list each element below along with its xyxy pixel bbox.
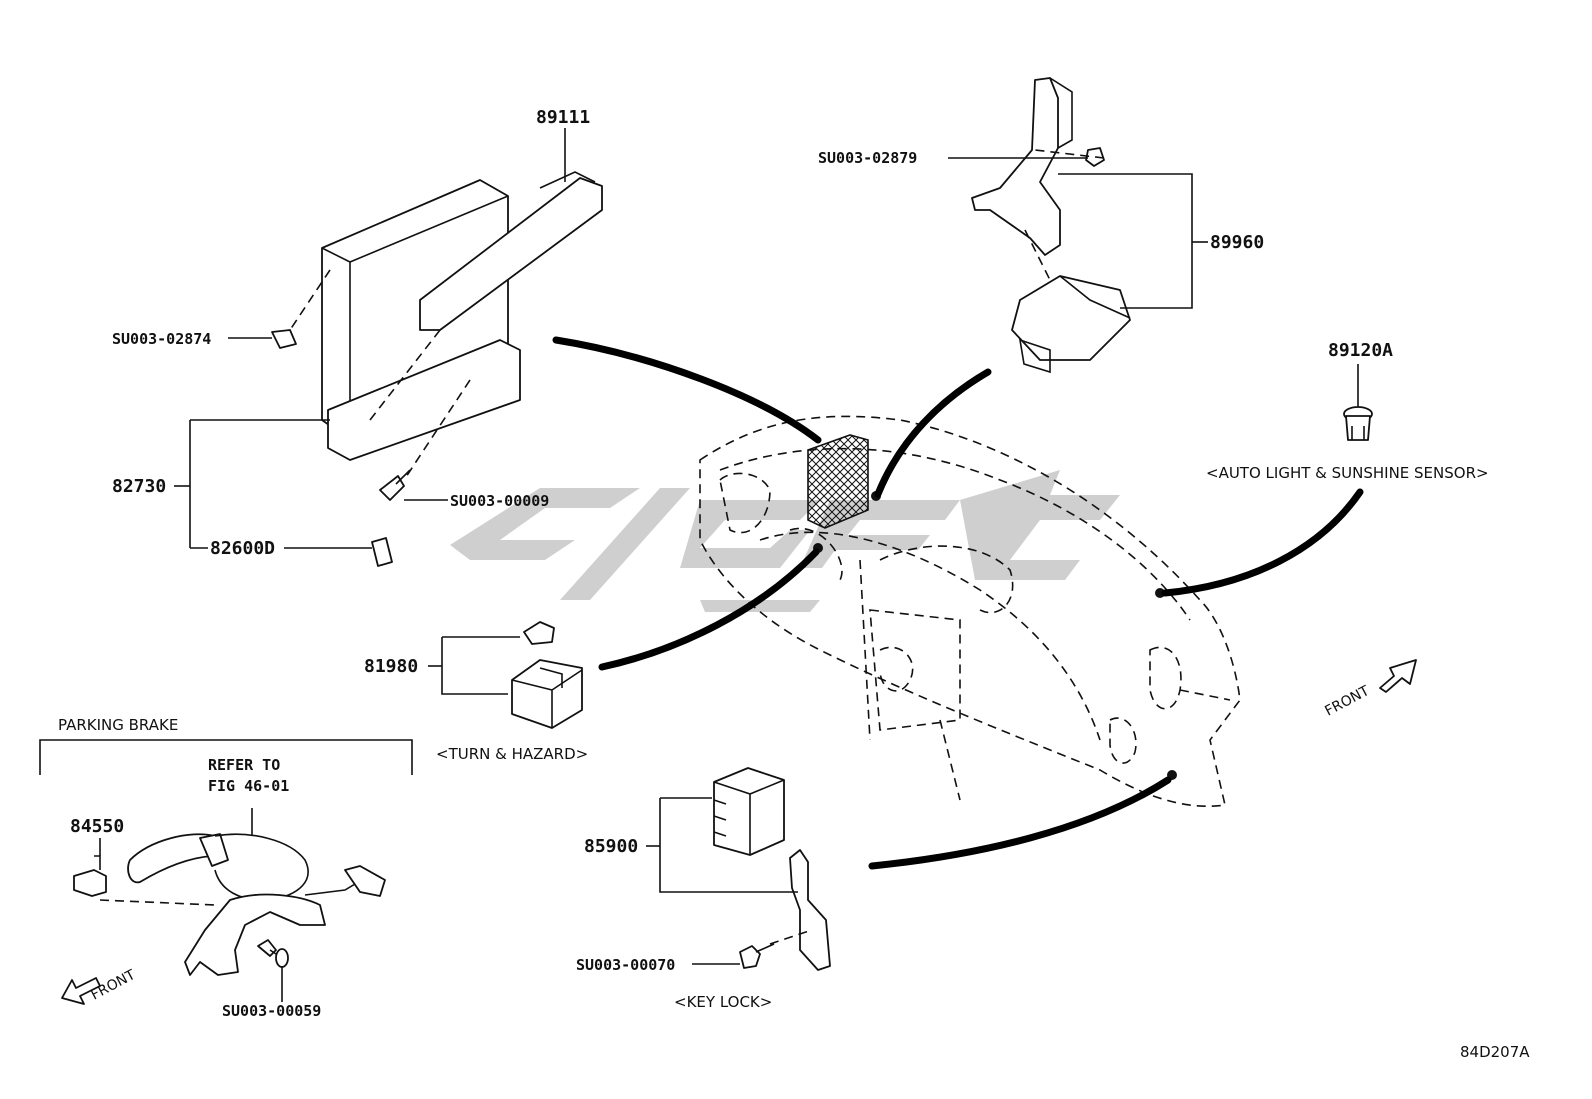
module-89960-drawing: [971, 77, 1131, 374]
front-label-right: FRONT: [1322, 683, 1372, 720]
part-89111-label: 89111: [536, 107, 590, 128]
part-89120a-label: 89120A: [1328, 340, 1393, 361]
front-label-left: FRONT: [88, 967, 138, 1004]
part-84550-label: 84550: [70, 816, 124, 837]
part-82600d-label: 82600D: [210, 538, 275, 559]
parking-brake-frame: [39, 739, 413, 775]
part-81980-label: 81980: [364, 656, 418, 677]
part-82730-label: 82730: [112, 476, 166, 497]
meter-hatch: [807, 434, 869, 529]
parking-brake-title: PARKING BRAKE: [58, 716, 178, 734]
leaders-81980: [428, 636, 520, 695]
part-su003-02879-label: SU003-02879: [818, 149, 917, 167]
refer-to-label: REFER TO: [208, 756, 280, 774]
sensor-89120a-drawing: [1343, 364, 1373, 441]
key-lock-caption: <KEY LOCK>: [674, 993, 772, 1011]
part-su003-00009-label: SU003-00009: [450, 492, 549, 510]
turn-hazard-caption: <TURN & HAZARD>: [436, 745, 588, 763]
part-89960-label: 89960: [1210, 232, 1264, 253]
front-arrow-right: [1379, 659, 1417, 693]
front-arrow-left: [61, 977, 101, 1005]
figure-ref-label: FIG 46-01: [208, 777, 289, 795]
ecu-assembly-drawing: [271, 171, 603, 567]
part-su003-00059-label: SU003-00059: [222, 1002, 321, 1020]
part-85900-label: 85900: [584, 836, 638, 857]
leaders-ecu: [174, 128, 566, 549]
parking-brake-drawing: [73, 808, 386, 1002]
auto-light-sensor-caption: <AUTO LIGHT & SUNSHINE SENSOR>: [1206, 464, 1489, 482]
location-leaders: [552, 336, 1364, 870]
keylock-85900-drawing: [713, 767, 831, 971]
watermark-logo: [450, 470, 1120, 612]
part-su003-02874-label: SU003-02874: [112, 330, 211, 348]
leaders-89960: [948, 157, 1208, 309]
mount-point-dot: [1155, 588, 1165, 598]
flasher-81980-drawing: [511, 621, 583, 729]
leaders-85900: [646, 797, 798, 965]
diagram-id: 84D207A: [1460, 1043, 1530, 1061]
part-su003-00070-label: SU003-00070: [576, 956, 675, 974]
